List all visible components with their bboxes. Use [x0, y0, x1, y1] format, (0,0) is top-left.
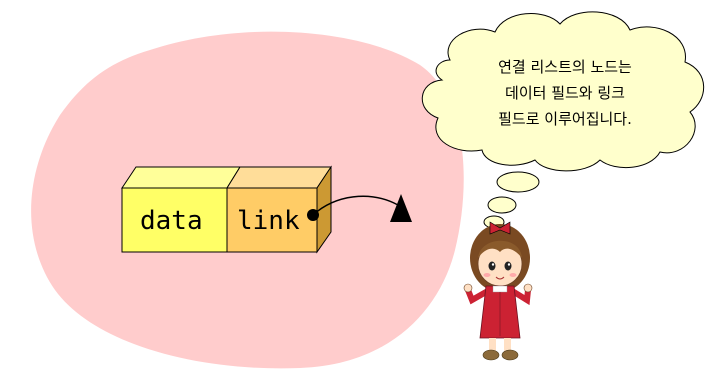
- hair-bow: [489, 221, 511, 235]
- link-field: [226, 187, 318, 253]
- pointer-curve: [312, 195, 399, 216]
- dress-collar: [492, 285, 508, 293]
- left-cheek: [483, 273, 491, 277]
- right-leg: [504, 338, 511, 352]
- left-hand: [463, 283, 473, 293]
- right-arm: [511, 287, 531, 306]
- data-field-top-face: [121, 166, 241, 189]
- hair-bangs: [478, 240, 522, 258]
- data-field: [121, 187, 228, 253]
- thought-cloud: [421, 11, 705, 172]
- linked-list-node: data link: [121, 165, 332, 254]
- right-cheek: [509, 273, 517, 277]
- girl-character: [463, 221, 533, 361]
- right-shoe: [501, 349, 519, 361]
- thought-trail-bubble-large: [496, 171, 540, 193]
- left-shoe: [482, 349, 500, 361]
- bubble-line-1: 연결 리스트의 노드는: [498, 58, 632, 76]
- left-leg: [489, 338, 496, 352]
- link-field-label: link: [237, 206, 300, 236]
- bubble-line-3: 필드로 이루어집니다.: [498, 110, 632, 128]
- bubble-line-2: 데이터 필드와 링크: [505, 84, 625, 102]
- right-hand: [523, 283, 533, 293]
- left-arm: [465, 287, 489, 305]
- thought-trail-bubble-medium: [487, 196, 517, 214]
- left-eye: [488, 261, 496, 271]
- mouth: [495, 276, 505, 280]
- pointer-arrowhead: [390, 194, 412, 222]
- data-field-label: data: [140, 206, 203, 236]
- link-field-top-face: [226, 166, 332, 189]
- right-eye: [504, 261, 512, 271]
